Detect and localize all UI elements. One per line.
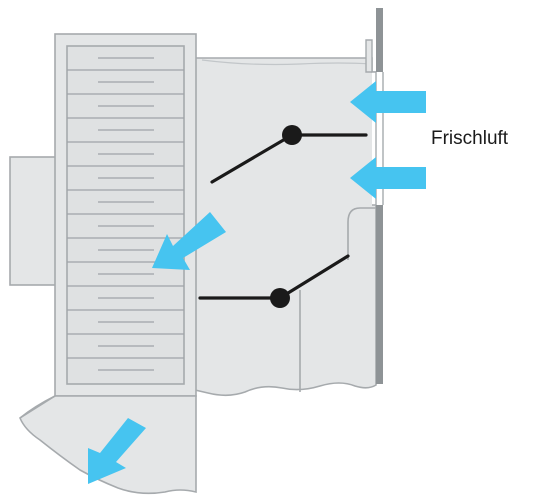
upper-damper (210, 125, 368, 184)
frischluft-label: Frischluft (431, 128, 509, 149)
motor-block (9, 156, 63, 286)
inlet-frame (365, 39, 373, 73)
fresh-air-inflow-arrow-top (350, 81, 426, 123)
lower-damper-pivot (270, 288, 290, 308)
return-air-duct (347, 207, 376, 260)
mixing-chamber (194, 57, 377, 397)
wall-opening (376, 72, 383, 205)
filter-panel (66, 45, 185, 385)
lower-damper (198, 254, 350, 308)
exhaust-duct-edge (19, 395, 56, 419)
upper-damper-pivot (282, 125, 302, 145)
filter-louver-dashes (98, 57, 154, 371)
upper-chamber-edge (201, 59, 373, 66)
fresh-air-inflow-arrow-bottom (350, 157, 426, 199)
airflow-into-filter-arrow (152, 212, 226, 270)
filter-louvers (67, 69, 184, 359)
airflow-exhaust-arrow (88, 418, 146, 484)
